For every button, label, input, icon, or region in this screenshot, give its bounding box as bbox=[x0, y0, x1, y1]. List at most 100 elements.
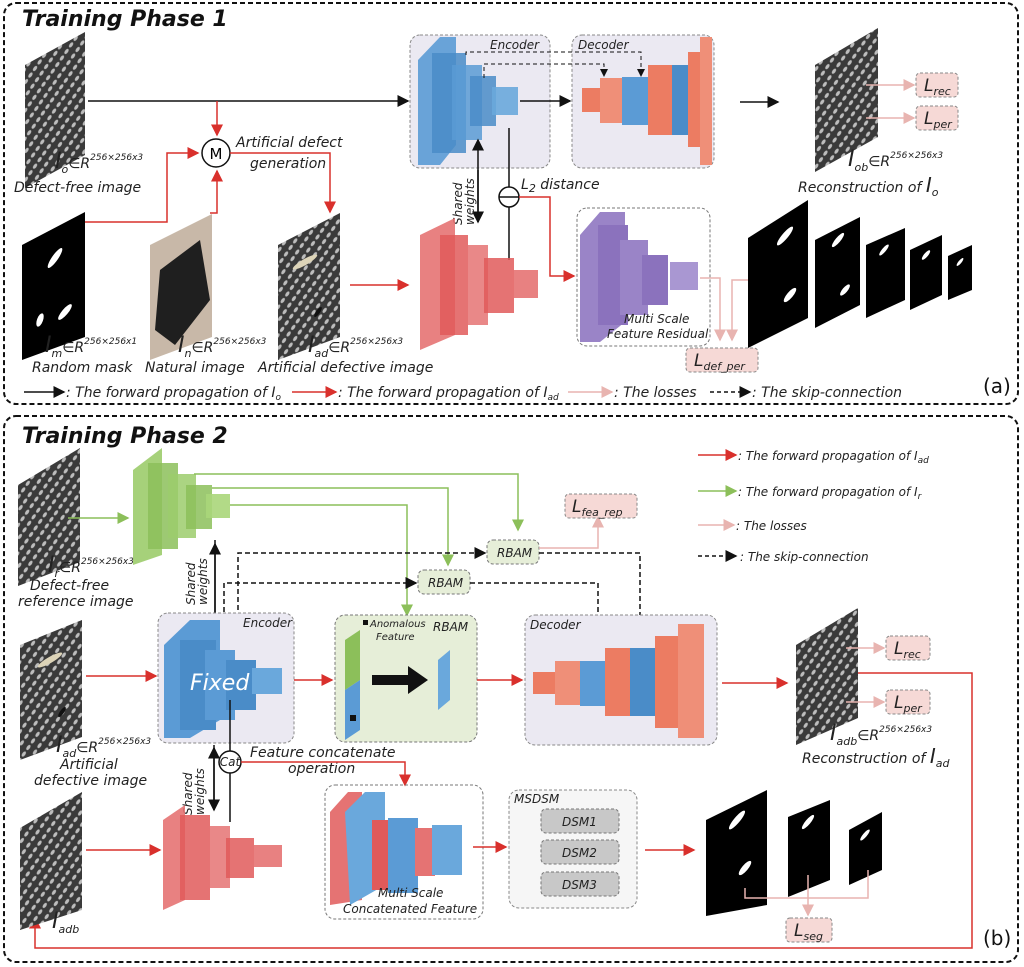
ir-label: Ir∈R256×256x3 bbox=[48, 553, 134, 580]
mscf-label-1: Multi Scale bbox=[378, 886, 443, 900]
msfr-label-1: Multi Scale bbox=[624, 312, 689, 326]
cat-caption-2: operation bbox=[288, 761, 355, 777]
skip-connection-3-p2 bbox=[539, 552, 646, 638]
loss-rec-p2 bbox=[885, 635, 931, 661]
in-caption: Natural image bbox=[145, 360, 245, 376]
loss-def-per bbox=[685, 347, 759, 373]
phase2-title: Training Phase 2 bbox=[22, 424, 228, 449]
ir-caption-2: reference image bbox=[18, 594, 134, 610]
shared-weights-label-p2-top-2: weights bbox=[196, 558, 210, 605]
iadb-input-image bbox=[20, 792, 82, 930]
legend-p2: : The forward propagation of Iad : The f… bbox=[698, 449, 929, 564]
phase1-title: Training Phase 1 bbox=[22, 7, 228, 32]
rbam-transform-arrow-icon bbox=[372, 666, 428, 694]
reconstruction-image-p2 bbox=[796, 608, 858, 745]
reference-image bbox=[18, 448, 80, 586]
iad-caption-p2-2: defective image bbox=[34, 773, 147, 789]
arrow-rbam-to-lfea bbox=[539, 515, 604, 549]
arrow-msfr-to-ldef bbox=[700, 277, 726, 342]
green-feature-arrow-3 bbox=[230, 504, 413, 617]
artificial-defective-image-p2 bbox=[20, 620, 82, 760]
msfr-blocks bbox=[580, 212, 698, 342]
legend-p1-red: : The forward propagation of Iad bbox=[338, 385, 559, 403]
dsm3-label: DSM3 bbox=[562, 878, 597, 892]
loss-def-per-label: Ldef_per bbox=[694, 351, 746, 373]
legend-p2-pink: : The losses bbox=[736, 519, 807, 533]
legend-p1-pink: : The losses bbox=[614, 385, 697, 401]
arrow-feedback-loop bbox=[29, 672, 973, 949]
shared-weights-label-p2-bottom-2: weights bbox=[193, 768, 207, 815]
encoder-blocks-p1 bbox=[418, 37, 518, 165]
shared-weights-label-p1-1: Shared bbox=[451, 182, 465, 225]
segmentation-masks-p2 bbox=[706, 790, 882, 916]
legend-p1-black: : The forward propagation of Io bbox=[66, 385, 282, 403]
rbam-feature-maps bbox=[345, 630, 450, 740]
panel-tag-a: (a) bbox=[983, 374, 1011, 398]
legend-p2-green: : The forward propagation of Ir bbox=[738, 485, 923, 502]
multi-scale-masks-p1 bbox=[748, 200, 972, 348]
dsm1-block bbox=[540, 808, 620, 834]
arrow-masks-to-ldef bbox=[726, 279, 748, 342]
loss-seg bbox=[785, 917, 833, 943]
skip-connection-1-p1 bbox=[465, 51, 645, 77]
loss-seg-label: Lseg bbox=[794, 921, 823, 943]
encoder-branch-p1 bbox=[420, 218, 538, 350]
encoder-label-p2: Encoder bbox=[243, 616, 293, 630]
msfr-module bbox=[576, 207, 711, 347]
legend-p2-dashed: : The skip-connection bbox=[740, 550, 869, 564]
rbam-main-label: RBAM bbox=[433, 620, 469, 634]
anomalous-feature-label-2: Feature bbox=[376, 632, 415, 643]
dsm2-block bbox=[540, 839, 620, 865]
phase2-panel bbox=[3, 415, 1019, 963]
iad-label-p2: Iad∈R256×256x3 bbox=[56, 733, 151, 760]
loss-per-p2-label: Lper bbox=[894, 693, 923, 715]
merge-caption-1: Artificial defect bbox=[235, 135, 343, 151]
iob-caption: Reconstruction of Io bbox=[798, 173, 939, 199]
loss-per-p2 bbox=[885, 689, 931, 715]
dsm1-label: DSM1 bbox=[562, 815, 597, 829]
concat-node-label: Cat bbox=[220, 755, 242, 769]
iad-label: Iad∈R256×256x3 bbox=[308, 333, 403, 360]
loss-rec-p2-label: Lrec bbox=[894, 639, 921, 661]
legend-p1: : The forward propagation of Io : The fo… bbox=[24, 385, 902, 403]
seg-loss-connector bbox=[744, 875, 809, 899]
merge-caption-2: generation bbox=[250, 156, 326, 172]
im-caption: Random mask bbox=[32, 360, 133, 376]
rbam-module-1 bbox=[486, 539, 540, 565]
io-label: Io∈R256×256x3 bbox=[55, 149, 143, 176]
loss-fea-rep-label: Lfea_rep bbox=[572, 497, 623, 519]
anomalous-feature-marker bbox=[363, 620, 368, 625]
iadb-label: Iadb∈R256×256x3 bbox=[830, 721, 932, 748]
iob-label: Iob∈R256×256x3 bbox=[848, 147, 943, 174]
defect-free-image bbox=[25, 32, 85, 188]
iad-caption: Artificial defective image bbox=[257, 360, 433, 376]
arrow-l2-to-msfr bbox=[519, 196, 576, 282]
loss-per-p1-label: Lper bbox=[924, 109, 953, 131]
decoder-label-p1: Decoder bbox=[578, 38, 630, 52]
dsm2-label: DSM2 bbox=[562, 846, 597, 860]
fixed-label: Fixed bbox=[190, 671, 250, 696]
io-caption: Defect-free image bbox=[14, 180, 141, 196]
iadb-input-label: Iadb bbox=[52, 909, 79, 936]
im-label: Im∈R256×256x1 bbox=[45, 333, 137, 360]
legend-p1-dashed: : The skip-connection bbox=[752, 385, 902, 401]
dsm3-block bbox=[540, 871, 620, 897]
reference-encoder bbox=[133, 448, 230, 565]
shared-weights-label-p2-bottom-1: Shared bbox=[181, 772, 195, 815]
in-label: In∈R256×256x3 bbox=[178, 333, 267, 360]
cat-caption-1: Feature concatenate bbox=[250, 745, 396, 761]
legend-p2-red: : The forward propagation of Iad bbox=[738, 449, 929, 466]
encoder-label-p1: Encoder bbox=[490, 38, 540, 52]
msdsm-label: MSDSM bbox=[514, 792, 560, 806]
fixed-encoder-blocks bbox=[164, 620, 282, 738]
loss-fea-rep bbox=[564, 493, 638, 519]
rbam-1-label: RBAM bbox=[497, 546, 533, 560]
decoder-blocks-p2 bbox=[533, 624, 704, 738]
loss-rec-p1-label: Lrec bbox=[924, 76, 951, 98]
loss-rec-p1 bbox=[915, 72, 959, 98]
msfr-label-2: Feature Residual bbox=[607, 327, 709, 341]
merge-node-label: M bbox=[210, 145, 223, 163]
mscf-blocks bbox=[330, 792, 462, 905]
arrow-merge-to-iad bbox=[230, 152, 336, 214]
